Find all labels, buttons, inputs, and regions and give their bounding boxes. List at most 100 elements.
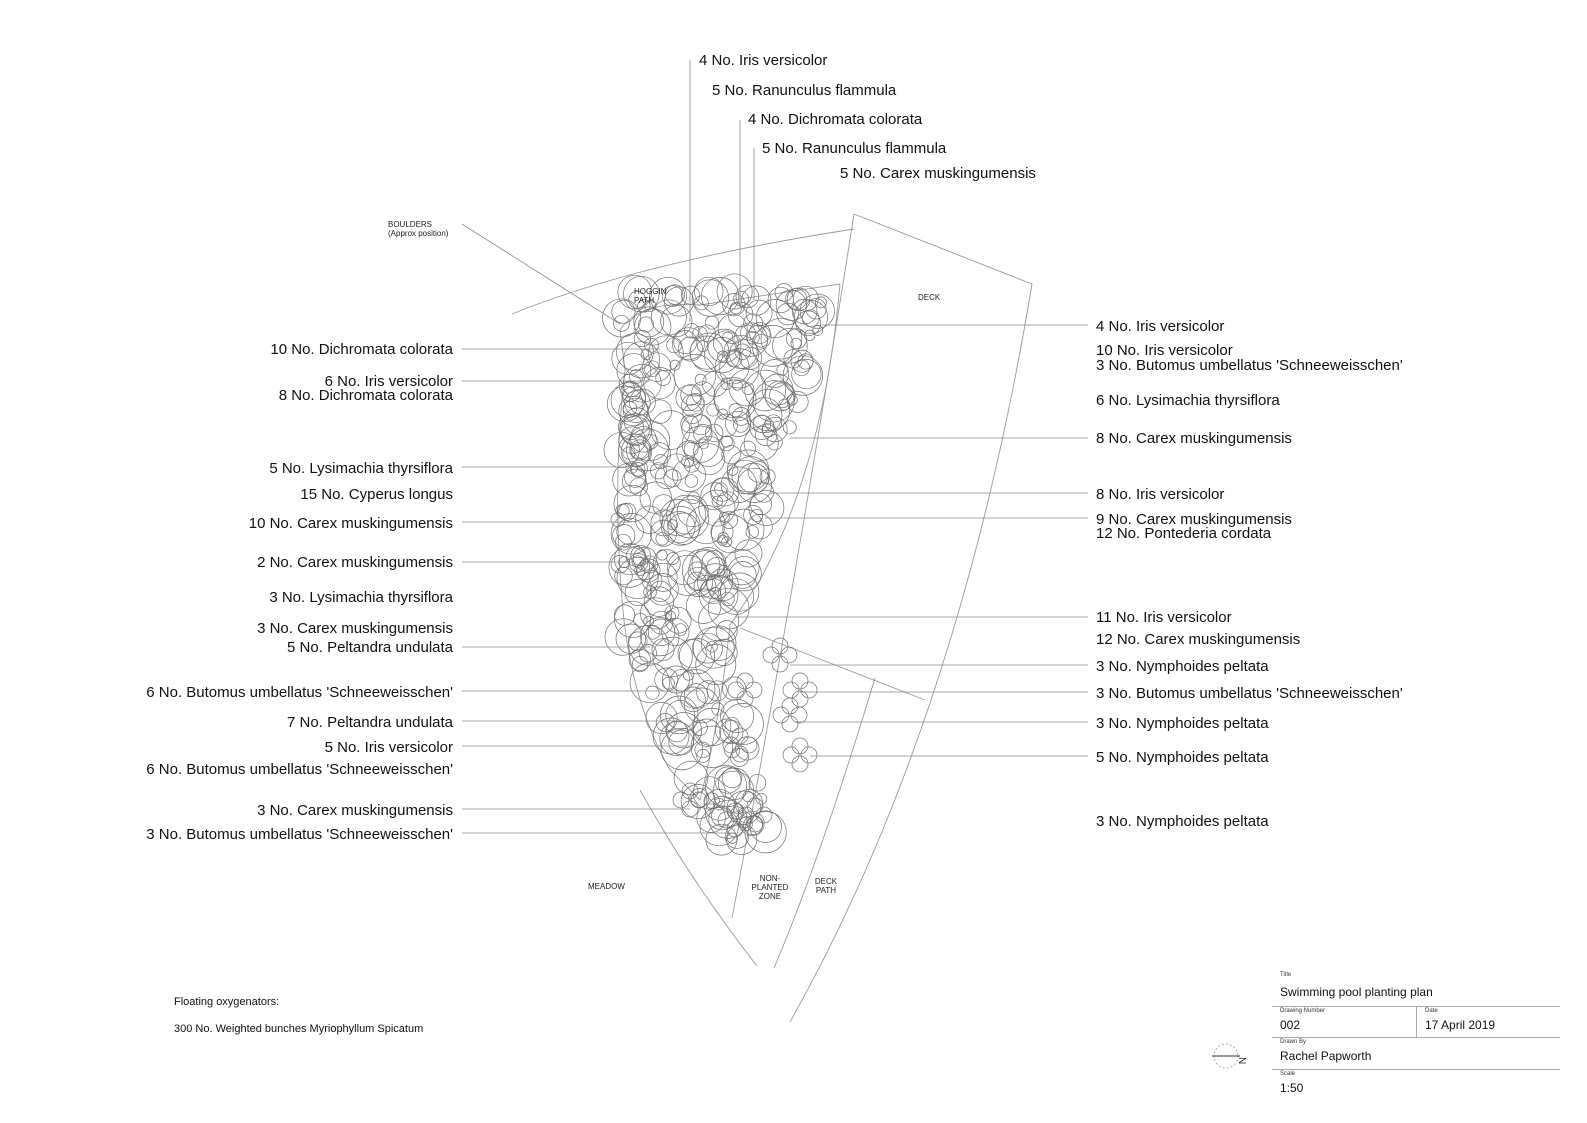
plant-symbol: [665, 712, 702, 749]
plant-symbol: [648, 335, 684, 371]
plant-symbol: [730, 806, 745, 820]
plant-symbol: [691, 719, 708, 736]
plant-symbol: [628, 648, 651, 671]
plant-symbol: [664, 610, 676, 622]
plant-symbol: [735, 736, 760, 761]
plant-symbol: [655, 713, 675, 732]
plant-symbol: [714, 766, 742, 794]
plant-symbol: [695, 644, 737, 685]
plant-symbol: [636, 561, 655, 581]
meadow-edge: [639, 789, 758, 967]
plant-symbol: [659, 695, 699, 735]
plant-symbol: [676, 495, 709, 527]
plant-symbol: [740, 440, 756, 457]
plant-symbol: [705, 575, 723, 592]
plant-symbol: [711, 495, 723, 508]
plant-symbol: [744, 369, 786, 412]
plant-symbol: [790, 706, 808, 724]
drawn-by-row: Drawn By Rachel Papworth: [1272, 1037, 1560, 1070]
plant-symbol: [726, 823, 758, 855]
plant-symbol: [623, 275, 660, 313]
label-right: 12 No. Carex muskingumensis: [1096, 631, 1300, 648]
plant-symbol: [714, 349, 750, 385]
plant-symbol: [617, 274, 653, 310]
plant-symbol: [741, 285, 772, 316]
plant-symbol: [648, 562, 678, 592]
plant-symbol: [719, 435, 735, 452]
zone-meadow: MEADOW: [588, 882, 625, 891]
plant-symbols: [602, 273, 835, 856]
plant-symbol: [683, 441, 699, 457]
drawing-number: 002: [1280, 1018, 1301, 1032]
plant-symbol: [745, 525, 760, 539]
plant-symbol: [620, 415, 650, 445]
plant-symbol: [681, 425, 719, 463]
north-label: N: [1236, 1057, 1247, 1064]
plant-symbol: [717, 350, 729, 362]
plant-symbol: [717, 811, 735, 829]
label-left: 3 No. Carex muskingumensis: [257, 802, 453, 819]
plant-symbol: [643, 360, 661, 377]
plant-symbol: [739, 346, 763, 370]
plant-symbol: [691, 381, 716, 406]
scale-row: Scale 1:50: [1272, 1069, 1560, 1100]
label-right: 8 No. Iris versicolor: [1096, 486, 1224, 503]
plant-symbol: [714, 413, 738, 438]
plant-symbol: [746, 815, 764, 833]
plant-symbol: [755, 806, 773, 824]
plant-symbol: [624, 465, 646, 488]
deck-edge-top: [853, 213, 1033, 285]
plant-symbol: [656, 549, 668, 561]
plant-symbol: [614, 566, 633, 586]
plant-symbol: [767, 286, 794, 314]
plant-symbol: [674, 623, 687, 637]
plant-symbol: [780, 646, 798, 664]
plant-symbol: [731, 379, 743, 391]
plant-symbol: [630, 426, 657, 453]
plant-symbol: [728, 338, 760, 370]
plant-symbol: [782, 746, 800, 764]
plant-symbol: [734, 343, 751, 360]
deck-path-centre: [773, 677, 876, 969]
plant-symbol: [716, 273, 753, 310]
plant-symbol: [717, 313, 748, 344]
plant-symbol: [706, 403, 720, 417]
zone-boulders-note: (Approx position): [388, 229, 449, 238]
plant-symbol: [686, 505, 726, 545]
plant-symbol: [815, 296, 827, 309]
plant-symbol: [804, 329, 816, 341]
plant-symbol: [634, 308, 672, 346]
plant-symbol: [782, 420, 797, 435]
plant-symbol: [677, 336, 703, 362]
plant-symbol: [719, 720, 744, 745]
plant-symbol: [672, 458, 706, 493]
plant-symbol: [745, 299, 773, 327]
plant-symbol: [726, 802, 744, 820]
plant-symbol: [690, 791, 708, 809]
label-left: 3 No. Carex muskingumensis: [257, 620, 453, 637]
plant-symbol: [750, 508, 764, 522]
plant-symbol: [801, 309, 820, 328]
date-caption: Date: [1425, 1008, 1438, 1014]
plant-symbol: [661, 506, 701, 546]
title-caption: Title: [1280, 972, 1292, 978]
plant-symbol: [747, 388, 791, 432]
plant-symbol: [739, 810, 765, 837]
plant-symbol: [708, 799, 748, 839]
plant-symbol: [613, 314, 630, 332]
plant-symbol: [744, 811, 787, 854]
plant-symbol: [666, 552, 680, 565]
plant-symbol: [724, 824, 749, 849]
plant-symbol: [615, 533, 632, 551]
plant-symbol: [638, 316, 654, 333]
plant-symbol: [652, 549, 681, 577]
plant-symbol: [720, 572, 760, 612]
north-arrow-icon: N: [1212, 1043, 1247, 1069]
label-left: 3 No. Lysimachia thyrsiflora: [269, 589, 453, 606]
plant-symbol: [769, 382, 795, 409]
plant-symbol: [675, 669, 716, 709]
plant-symbol: [692, 626, 735, 669]
plant-symbol: [705, 823, 738, 856]
plant-symbol: [707, 587, 750, 630]
plant-symbol: [766, 434, 783, 451]
